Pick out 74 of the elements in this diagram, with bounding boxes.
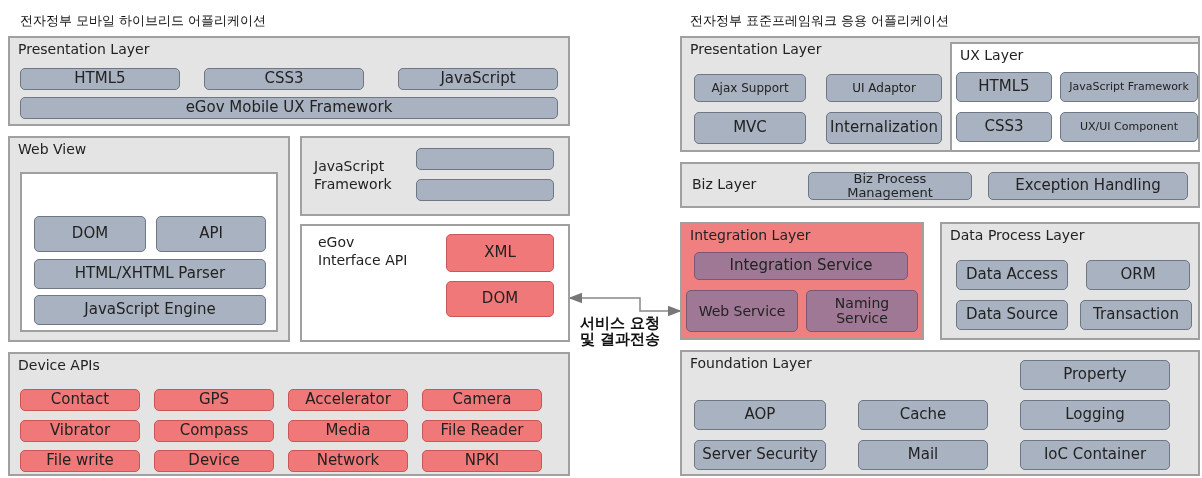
component-box: HTML/XHTML Parser: [34, 259, 266, 289]
component-box: CSS3: [956, 112, 1052, 142]
component-box: Transaction: [1080, 300, 1192, 330]
component-box: Property: [1020, 360, 1170, 390]
component-box: Data Access: [956, 260, 1068, 290]
empty-component-box: [416, 148, 554, 170]
component-box: Internalization: [826, 112, 942, 144]
layer-panel: [8, 352, 570, 476]
layer-panel: [680, 162, 1200, 208]
component-box: XML: [446, 234, 554, 272]
panel-heading: Biz Layer: [692, 176, 758, 194]
component-box: Ajax Support: [694, 74, 806, 102]
panel-heading: UX Layer: [960, 47, 1024, 63]
component-box: HTML5: [956, 72, 1052, 102]
component-box: DOM: [446, 281, 554, 317]
component-box: Cache: [858, 400, 988, 430]
component-box: MVC: [694, 112, 806, 144]
layer-panel: [680, 36, 1200, 152]
panel-heading: Device APIs: [18, 357, 100, 373]
component-box: Media: [288, 420, 408, 442]
component-box: Server Security: [694, 440, 826, 470]
component-box: JavaScript Framework: [1060, 72, 1198, 102]
component-box: Contact: [20, 389, 140, 411]
component-box: Accelerator: [288, 389, 408, 411]
panel-heading: Presentation Layer: [690, 41, 822, 57]
panel-heading: Integration Layer: [690, 227, 811, 243]
component-box: Compass: [154, 420, 274, 442]
component-box: File write: [20, 450, 140, 472]
component-box: UI Adaptor: [826, 74, 942, 102]
component-box: GPS: [154, 389, 274, 411]
panel-heading: Web View: [18, 141, 87, 157]
layer-panel: [8, 36, 570, 126]
section-heading: 전자정부 표준프레임워크 응용 어플리케이션: [690, 12, 950, 30]
layer-panel: [680, 350, 1200, 476]
component-box: IoC Container: [1020, 440, 1170, 470]
component-box: Exception Handling: [988, 172, 1188, 200]
empty-panel-box: [20, 172, 278, 332]
layer-panel: [8, 136, 290, 342]
component-box: Integration Service: [694, 252, 908, 280]
panel-heading: JavaScript Framework: [314, 158, 393, 193]
component-box: Data Source: [956, 300, 1068, 330]
component-box: JavaScript: [398, 68, 558, 90]
layer-panel: [680, 222, 924, 340]
component-box: JavaScript Engine: [34, 295, 266, 325]
component-box: eGov Mobile UX Framework: [20, 97, 558, 119]
component-box: File Reader: [422, 420, 542, 442]
layer-panel: [940, 222, 1200, 340]
component-box: Logging: [1020, 400, 1170, 430]
layer-panel: [950, 42, 1200, 152]
component-box: CSS3: [204, 68, 364, 90]
component-box: Network: [288, 450, 408, 472]
component-box: DOM: [34, 216, 146, 252]
panel-heading: eGov Interface API: [318, 234, 409, 269]
component-box: AOP: [694, 400, 826, 430]
component-box: Camera: [422, 389, 542, 411]
edge-label: 서비스 요청 및 결과전송: [580, 316, 672, 348]
empty-component-box: [416, 179, 554, 201]
panel-heading: Foundation Layer: [690, 355, 812, 371]
panel-heading: Data Process Layer: [950, 227, 1085, 243]
component-box: Naming Service: [806, 290, 918, 332]
component-box: Device: [154, 450, 274, 472]
section-heading: 전자정부 모바일 하이브리드 어플리케이션: [20, 12, 267, 30]
component-box: Web Service: [686, 290, 798, 332]
layer-panel: [300, 224, 570, 342]
panel-heading: Presentation Layer: [18, 41, 150, 57]
layer-panel: [300, 136, 570, 216]
component-box: ORM: [1086, 260, 1190, 290]
component-box: API: [156, 216, 266, 252]
component-box: Mail: [858, 440, 988, 470]
component-box: UX/UI Component: [1060, 112, 1198, 142]
component-box: Biz Process Management: [808, 172, 972, 200]
component-box: Vibrator: [20, 420, 140, 442]
component-box: NPKI: [422, 450, 542, 472]
component-box: HTML5: [20, 68, 180, 90]
